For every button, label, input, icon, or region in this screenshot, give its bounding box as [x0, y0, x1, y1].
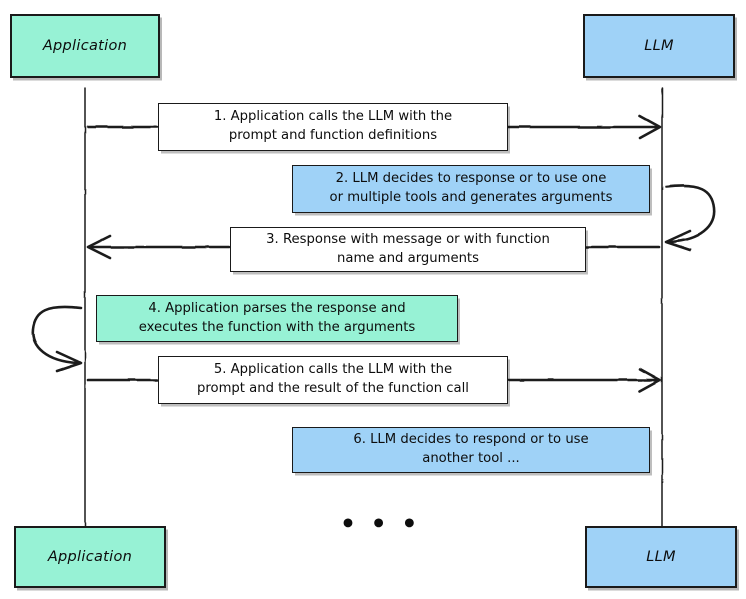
message-box-1[interactable]: 1. Application calls the LLM with the pr…	[158, 103, 508, 151]
message-3-line-1: 3. Response with message or with functio…	[266, 231, 550, 247]
message-box-3[interactable]: 3. Response with message or with functio…	[230, 227, 586, 272]
message-box-6[interactable]: 6. LLM decides to respond or to use anot…	[292, 427, 650, 473]
message-box-2[interactable]: 2. LLM decides to response or to use one…	[292, 165, 650, 213]
actor-llm-bottom[interactable]: LLM	[585, 526, 737, 588]
continuation-ellipsis: • • •	[340, 509, 421, 538]
actor-label: Application	[47, 549, 133, 565]
message-4-arrowhead	[55, 350, 83, 373]
message-2-self-loop	[664, 184, 716, 244]
message-5-arrowhead	[638, 367, 662, 393]
message-box-5[interactable]: 5. Application calls the LLM with the pr…	[158, 356, 508, 404]
message-1-arrowhead	[638, 114, 662, 140]
message-box-4[interactable]: 4. Application parses the response and e…	[96, 295, 458, 342]
message-1-line-1: 1. Application calls the LLM with the	[213, 109, 453, 125]
message-3-arrowhead	[86, 234, 112, 260]
message-2-arrowhead	[664, 229, 692, 252]
message-3-line-2: name and arguments	[337, 250, 479, 266]
message-6-line-1: 6. LLM decides to respond or to use	[353, 432, 589, 448]
actor-application-bottom[interactable]: Application	[14, 526, 166, 588]
message-2-line-2: or multiple tools and generates argument…	[329, 190, 613, 205]
message-4-line-1: 4. Application parses the response and	[148, 300, 406, 316]
actor-label: Application	[42, 38, 128, 54]
actor-label: LLM	[646, 549, 676, 565]
actor-application-top[interactable]: Application	[10, 14, 160, 78]
message-4-self-loop	[31, 305, 83, 365]
message-5-line-2: prompt and the result of the function ca…	[197, 381, 469, 396]
message-6-line-2: another tool ...	[422, 451, 520, 466]
actor-label: LLM	[644, 38, 674, 54]
message-1-line-2: prompt and function definitions	[228, 128, 438, 143]
message-2-line-1: 2. LLM decides to response or to use one	[335, 171, 607, 187]
message-5-line-1: 5. Application calls the LLM with the	[213, 362, 453, 378]
actor-llm-top[interactable]: LLM	[583, 14, 735, 78]
message-4-line-2: executes the function with the arguments	[138, 319, 416, 335]
